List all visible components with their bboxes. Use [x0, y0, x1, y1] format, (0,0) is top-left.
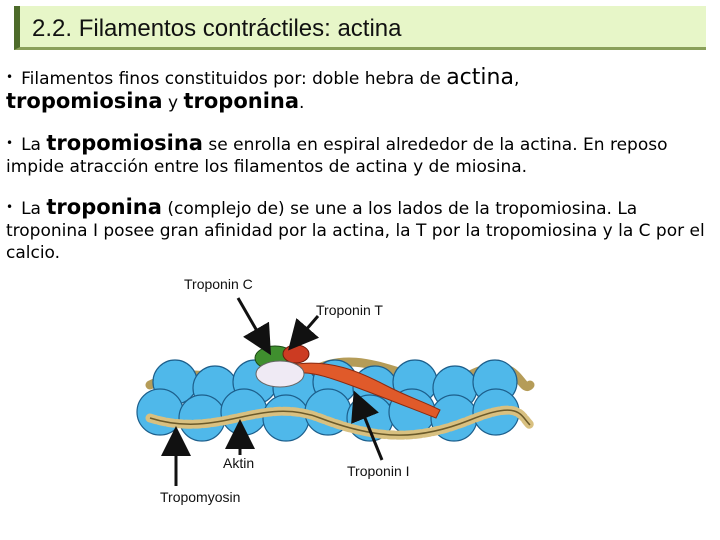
label-troponin-c: Troponin C [184, 276, 253, 292]
bullet-1-period: . [299, 93, 305, 113]
label-tropomyosin: Tropomyosin [160, 489, 241, 505]
bullet-2-tropomiosina: tropomiosina [46, 131, 203, 155]
actin-bead [262, 394, 310, 442]
label-troponin-i: Troponin I [347, 463, 410, 479]
bullet-3: • La troponina (complejo de) se une a los… [6, 196, 716, 264]
bullet-marker: • [6, 200, 14, 214]
slide-title: 2.2. Filamentos contráctiles: actina [32, 15, 402, 42]
troponin-core [255, 360, 305, 388]
bullet-1-tropomiosina: tropomiosina [6, 89, 163, 113]
bullet-1-troponina: troponina [183, 89, 300, 113]
actin-bead [136, 388, 184, 436]
bullet-1-comma: , [513, 69, 520, 89]
bullet-marker: • [6, 136, 14, 150]
bullet-3-troponina: troponina [46, 195, 162, 219]
bullet-3-text-a: La [21, 199, 47, 219]
bullet-1-actina: actina [446, 65, 514, 90]
bullet-2: • La tropomiosina se enrolla en espiral a… [6, 132, 716, 178]
label-aktin: Aktin [223, 455, 255, 471]
bullet-marker: • [6, 70, 14, 84]
label-troponin-t: Troponin T [316, 302, 383, 318]
bullet-1-y: y [162, 93, 184, 113]
arrow-troponin-c [236, 297, 271, 356]
troponin-c-subunit [282, 344, 310, 364]
bullet-2-text-a: La [21, 135, 47, 155]
bullet-3-text-b: (complejo de) se une a los lados de la t… [6, 199, 705, 263]
bullet-1: • Filamentos finos constituidos por: dobl… [6, 66, 716, 114]
bullet-1-text-a: Filamentos finos constituidos por: doble… [21, 69, 447, 89]
arrow-troponin-t [288, 315, 320, 351]
arrow-troponin-i [351, 390, 384, 461]
bullet-2-text-b: se enrolla en espiral alrededor de la ac… [6, 135, 668, 177]
title-banner [14, 6, 706, 50]
